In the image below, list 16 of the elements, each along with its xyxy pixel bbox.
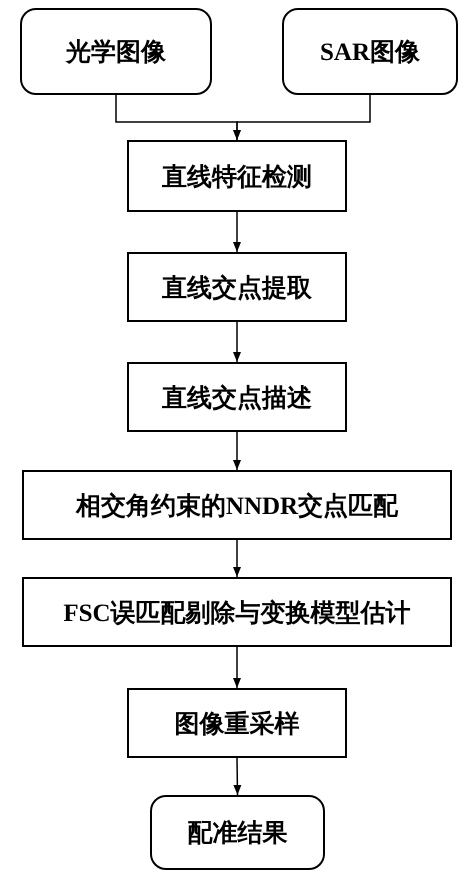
arrow (233, 95, 371, 140)
process-box: 直线交点描述 (127, 362, 347, 432)
arrow (233, 647, 241, 688)
arrow (233, 432, 241, 470)
process-box: 直线特征检测 (127, 140, 347, 212)
arrow (233, 212, 241, 252)
process-box: 相交角约束的NNDR交点匹配 (22, 470, 452, 540)
process-box: FSC误匹配剔除与变换模型估计 (22, 577, 452, 647)
terminal-box: 配准结果 (150, 795, 325, 870)
arrow (233, 758, 242, 796)
arrow (233, 322, 241, 362)
arrow (233, 540, 241, 577)
process-box: 图像重采样 (127, 688, 347, 758)
terminal-box: 光学图像 (20, 8, 212, 95)
process-box: 直线交点提取 (127, 252, 347, 322)
terminal-box: SAR图像 (282, 8, 458, 95)
